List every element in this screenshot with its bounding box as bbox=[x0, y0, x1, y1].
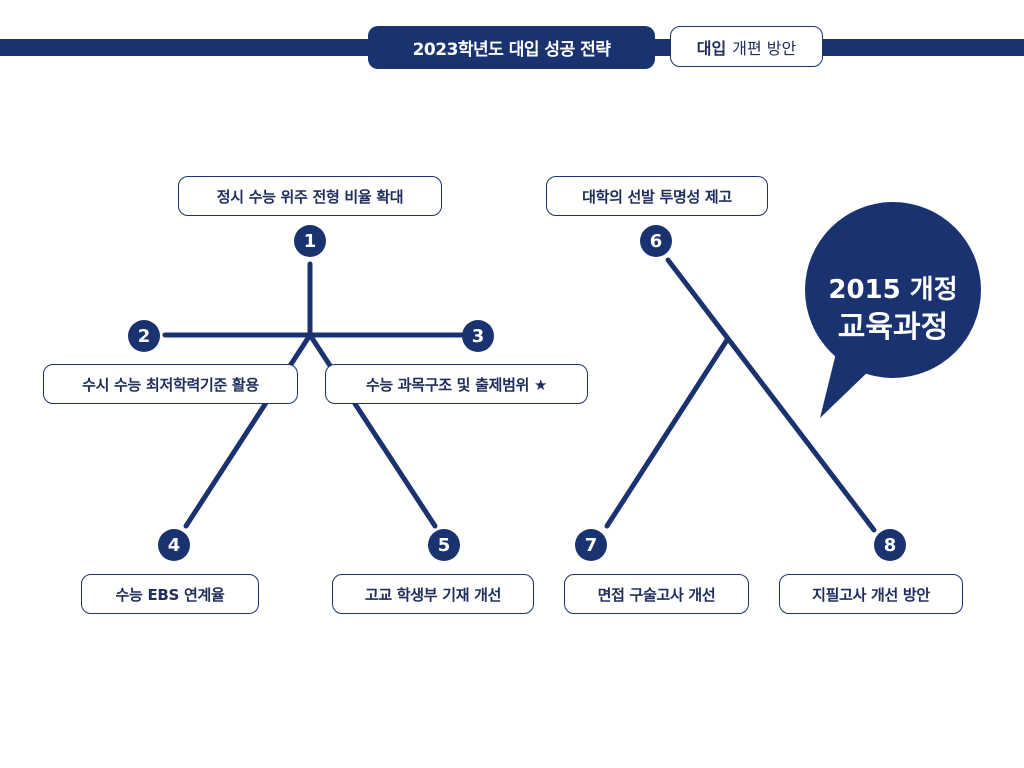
tab-reform-plan[interactable]: 대입 개편 방안 bbox=[670, 26, 823, 67]
number-badge-8: 8 bbox=[874, 529, 906, 561]
label-2: 수시 수능 최저학력기준 활용 bbox=[43, 364, 298, 404]
number-badge-5: 5 bbox=[428, 529, 460, 561]
number-badge-4: 4 bbox=[158, 529, 190, 561]
number-badge-7: 7 bbox=[575, 529, 607, 561]
number-badge-2: 2 bbox=[128, 320, 160, 352]
connector-6-to-8 bbox=[665, 257, 877, 533]
bubble-line-2: 교육과정 bbox=[837, 310, 949, 345]
label-8: 지필고사 개선 방안 bbox=[779, 574, 963, 614]
bubble-text: 2015 개정 교육과정 bbox=[808, 245, 978, 375]
number-badge-1: 1 bbox=[294, 225, 326, 257]
label-6: 대학의 선발 투명성 제고 bbox=[546, 176, 768, 216]
label-3: 수능 과목구조 및 출제범위 ★ bbox=[325, 364, 588, 404]
connector-to-7 bbox=[604, 337, 730, 529]
label-7: 면접 구술고사 개선 bbox=[564, 574, 749, 614]
label-1: 정시 수능 위주 전형 비율 확대 bbox=[178, 176, 442, 216]
number-badge-3: 3 bbox=[462, 320, 494, 352]
tab-reform-plan-bold: 대입 bbox=[696, 38, 727, 58]
tab-strategy[interactable]: 2023학년도 대입 성공 전략 bbox=[368, 26, 655, 69]
tab-reform-plan-rest: 개편 방안 bbox=[732, 38, 797, 58]
speech-bubble bbox=[805, 202, 981, 418]
label-4: 수능 EBS 연계율 bbox=[81, 574, 259, 614]
number-badge-6: 6 bbox=[640, 225, 672, 257]
label-5: 고교 학생부 기재 개선 bbox=[332, 574, 534, 614]
bubble-line-1: 2015 개정 bbox=[828, 275, 958, 305]
